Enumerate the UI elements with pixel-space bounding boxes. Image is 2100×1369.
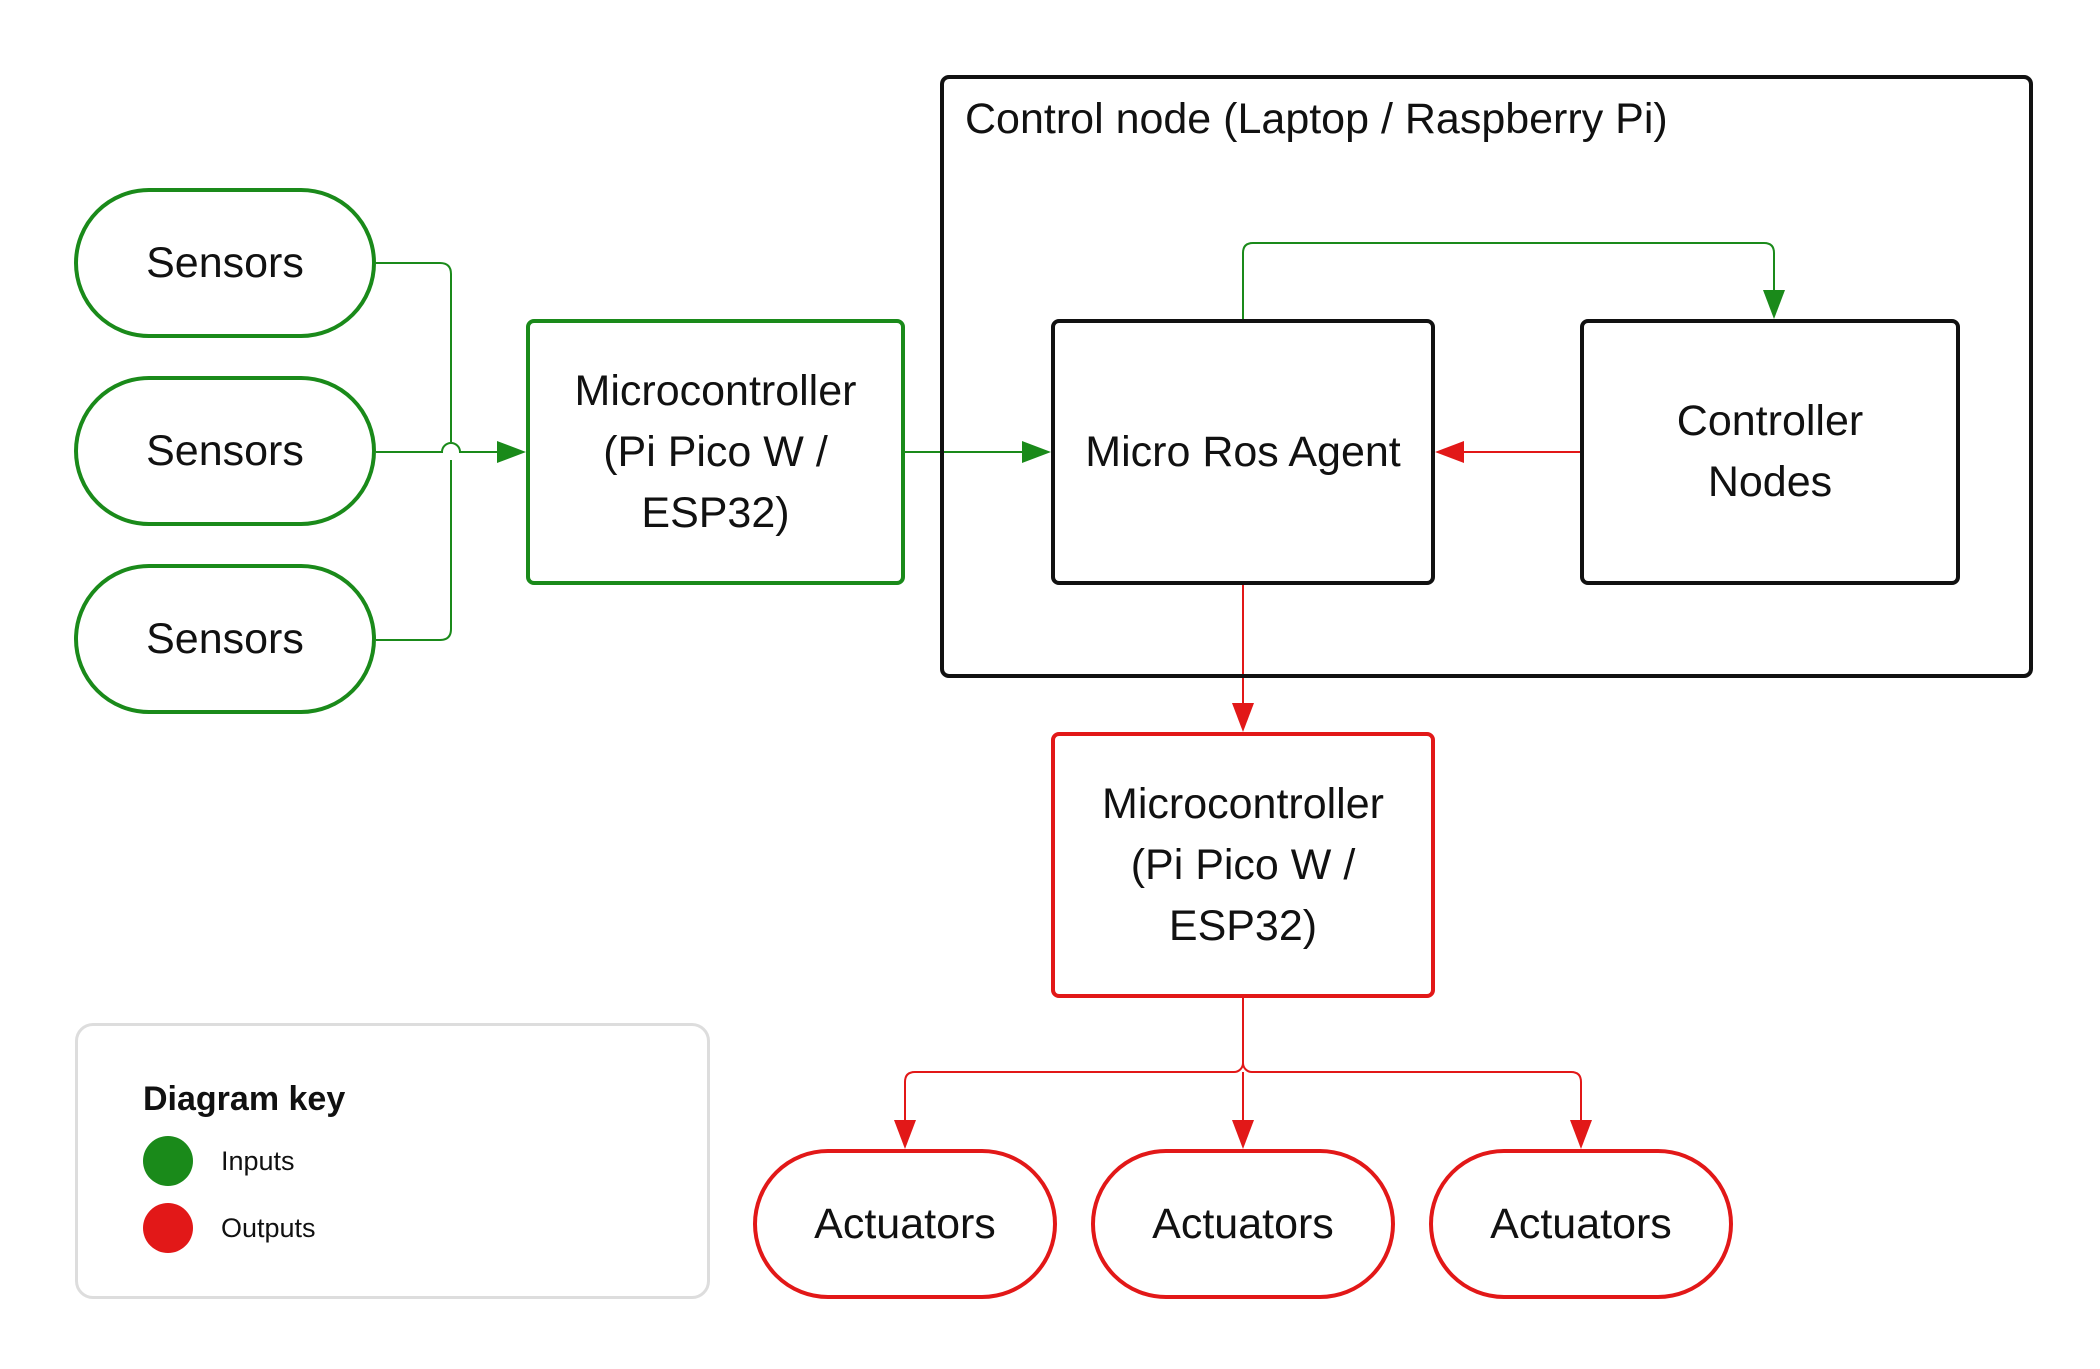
actuators-node-1[interactable]: Actuators [753, 1149, 1057, 1299]
micro-ros-agent-label: Micro Ros Agent [1085, 427, 1401, 476]
output-microcontroller-node[interactable]: Microcontroller (Pi Pico W / ESP32) [1051, 732, 1435, 998]
edge-sensor-2-to-microcontroller [376, 442, 522, 453]
sensors-node-1-label: Sensors [146, 238, 304, 287]
control-node-title: Control node (Laptop / Raspberry Pi) [965, 95, 1668, 143]
arrowhead-actuator-2-in [1232, 1120, 1254, 1149]
control-node-container [940, 75, 2033, 678]
actuators-node-3[interactable]: Actuators [1429, 1149, 1733, 1299]
controller-nodes-node[interactable]: Controller Nodes [1580, 319, 1960, 585]
legend-item-inputs-label: Inputs [221, 1145, 295, 1176]
actuators-node-3-label: Actuators [1490, 1199, 1672, 1248]
sensors-node-1[interactable]: Sensors [74, 188, 376, 338]
input-microcontroller-node[interactable]: Microcontroller (Pi Pico W / ESP32) [526, 319, 905, 585]
output-microcontroller-label: Microcontroller (Pi Pico W / ESP32) [1102, 779, 1384, 950]
edge-agent-to-controller-nodes [1242, 242, 1775, 319]
inputs-color-swatch [143, 1136, 193, 1186]
edge-output-to-actuators-bus [904, 998, 1582, 1127]
controller-nodes-label: Controller Nodes [1676, 397, 1864, 506]
arrowhead-output-microcontroller-in [1232, 703, 1254, 732]
edge-sensor-3-to-microcontroller [376, 460, 452, 641]
actuators-node-1-label: Actuators [814, 1199, 996, 1248]
micro-ros-agent-node[interactable]: Micro Ros Agent [1051, 319, 1435, 585]
arrowhead-controller-nodes-in [1763, 290, 1785, 319]
arrowhead-actuator-3-in [1570, 1120, 1592, 1149]
arrowhead-actuator-1-in [894, 1120, 916, 1149]
actuators-node-2[interactable]: Actuators [1091, 1149, 1395, 1299]
legend-item-outputs-label: Outputs [221, 1212, 316, 1243]
sensors-node-2-label: Sensors [146, 426, 304, 475]
arrowhead-agent-in [1022, 441, 1051, 463]
diagram-key-title: Diagram key [143, 1080, 346, 1118]
sensors-node-2[interactable]: Sensors [74, 376, 376, 526]
actuators-node-2-label: Actuators [1152, 1199, 1334, 1248]
legend-item-inputs: Inputs [143, 1136, 295, 1186]
arrowhead-agent-red-in [1435, 441, 1464, 463]
legend-item-outputs: Outputs [143, 1203, 316, 1253]
edge-sensor-1-to-microcontroller [376, 262, 452, 442]
arrowhead-microcontroller-in [497, 441, 526, 463]
sensors-node-3-label: Sensors [146, 614, 304, 663]
outputs-color-swatch [143, 1203, 193, 1253]
input-microcontroller-label: Microcontroller (Pi Pico W / ESP32) [574, 366, 857, 537]
diagram-key: Diagram key Inputs Outputs [75, 1023, 710, 1299]
sensors-node-3[interactable]: Sensors [74, 564, 376, 714]
